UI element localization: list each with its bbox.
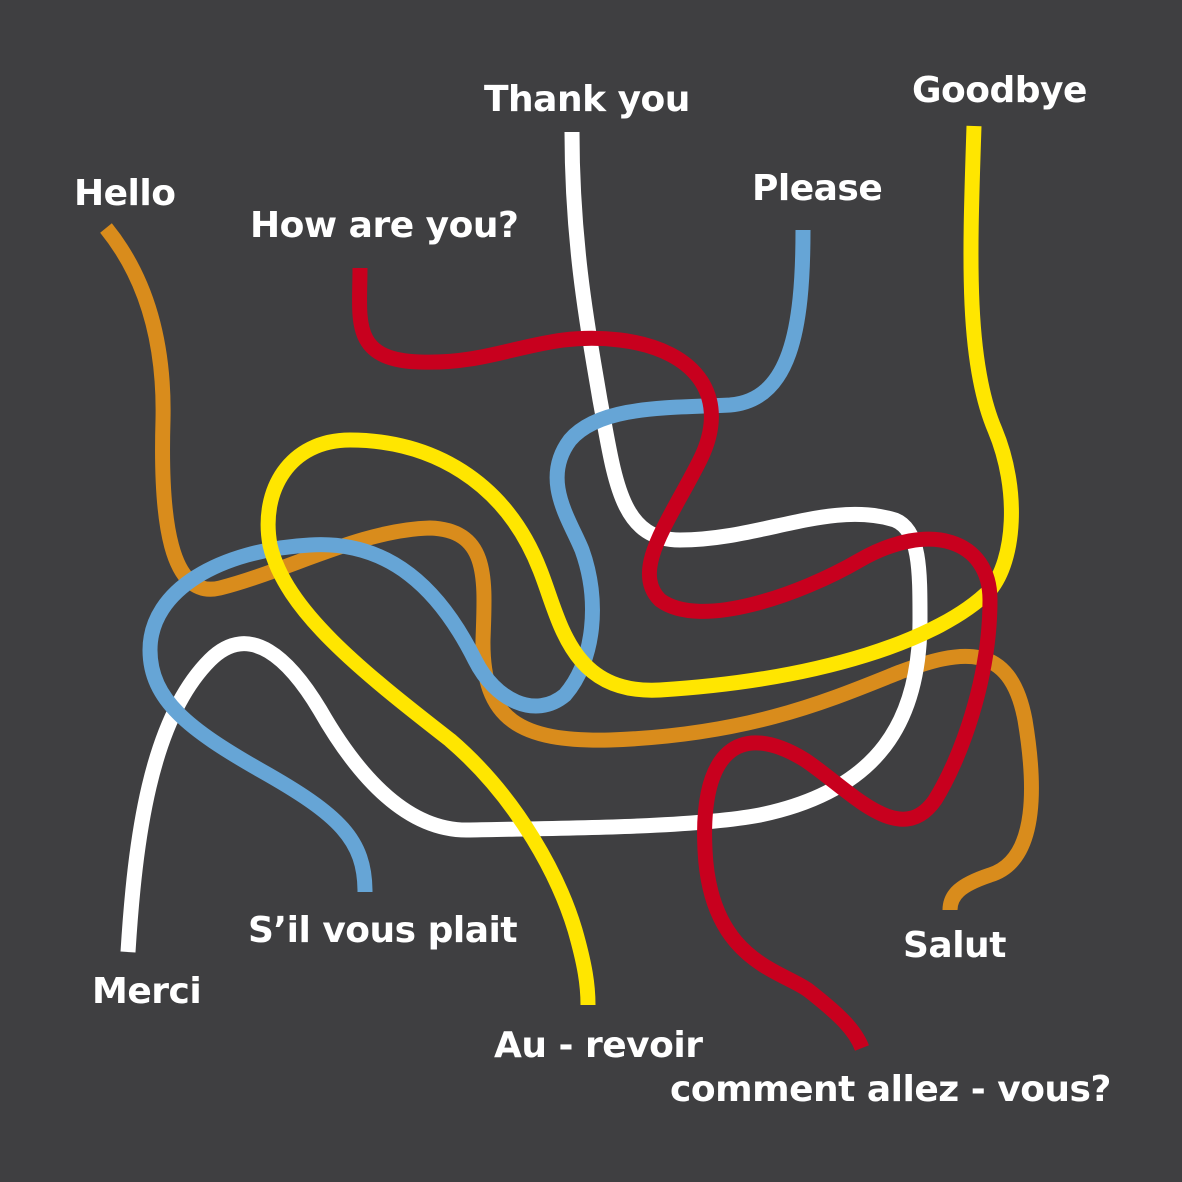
label-sil-vous-plait: S’il vous plait [248, 910, 518, 951]
wire-goodbye-aurevoir [260, 125, 1019, 1006]
label-au-revoir: Au - revoir [494, 1025, 703, 1066]
label-thank-you: Thank you [484, 79, 690, 120]
label-goodbye: Goodbye [912, 70, 1087, 111]
label-how-are-you: How are you? [250, 205, 519, 246]
wire-hello-salut [100, 223, 1040, 911]
wire-thankyou-merci [120, 131, 928, 953]
label-hello: Hello [74, 173, 176, 214]
wire-please-silvousplait [142, 229, 811, 893]
label-please: Please [752, 168, 883, 209]
wire-howareyou-commentallezvous [352, 267, 998, 1051]
label-salut: Salut [903, 925, 1006, 966]
label-merci: Merci [92, 971, 202, 1012]
label-comment-allez-vous: comment allez - vous? [670, 1069, 1111, 1110]
